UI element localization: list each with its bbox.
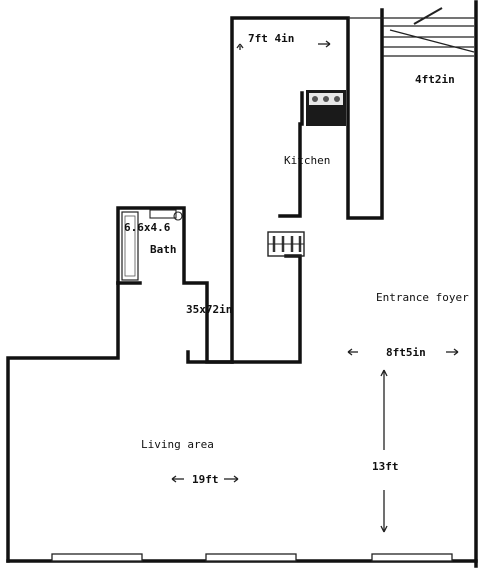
kitchen-left-wall xyxy=(230,8,384,364)
dimension-arrows xyxy=(171,40,459,533)
hall-dimension-label: 35x72in xyxy=(186,303,232,316)
door-icon xyxy=(413,7,443,25)
kitchen-width-label: 7ft 4in xyxy=(248,32,294,45)
living-width-label: 19ft xyxy=(192,473,219,486)
kitchen-partition-wall xyxy=(278,91,304,218)
foyer-width-label: 8ft5in xyxy=(386,346,426,359)
sink-icon xyxy=(267,231,305,257)
window-icon xyxy=(51,553,453,562)
stairs-icon xyxy=(383,25,475,57)
foyer-top-dimension-label: 4ft2in xyxy=(415,73,455,86)
entrance-foyer-label: Entrance foyer xyxy=(376,291,469,304)
bathtub-icon xyxy=(121,211,139,281)
bath-size-label: 6.6x4.6 xyxy=(124,221,171,234)
living-area-label: Living area xyxy=(141,438,214,451)
kitchen-label: Kitchen xyxy=(284,154,330,167)
living-left-wall xyxy=(6,281,120,563)
walls xyxy=(6,0,478,568)
foyer-depth-label: 13ft xyxy=(372,460,399,473)
toilet-icon xyxy=(149,209,183,221)
stove-icon xyxy=(306,90,346,126)
bath-label: Bath xyxy=(150,243,177,256)
